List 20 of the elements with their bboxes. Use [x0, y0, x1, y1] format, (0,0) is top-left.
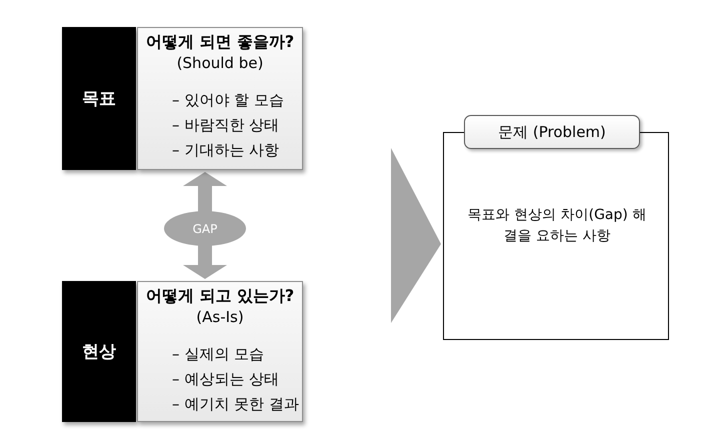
heading: 어떻게 되고 있는가?	[144, 286, 296, 307]
content-box	[137, 27, 303, 170]
list-item: – 바람직한 상태	[172, 116, 280, 135]
subheading: (Should be)	[176, 54, 264, 72]
list-item: – 예기치 못한 결과	[172, 395, 299, 414]
arrow	[183, 245, 227, 279]
list-item: – 기대하는 사항	[172, 141, 280, 160]
list-item: – 있어야 할 모습	[172, 91, 284, 110]
subheading: (As-Is)	[195, 308, 245, 326]
label-box: 현상	[62, 281, 136, 422]
list-item: – 예상되는 상태	[172, 370, 280, 389]
heading: 어떻게 되면 좋을까?	[144, 32, 296, 53]
title-tab: 문제 (Problem)	[464, 115, 640, 149]
description: 목표와 현상의 차이(Gap) 해결을 요하는 사항	[466, 206, 648, 246]
arrow	[391, 148, 441, 323]
list-item: – 실제의 모습	[172, 345, 264, 364]
arrow	[183, 172, 227, 212]
label-box: 목표	[62, 27, 136, 170]
content-box	[137, 281, 303, 422]
gap-ellipse: GAP	[164, 211, 246, 246]
